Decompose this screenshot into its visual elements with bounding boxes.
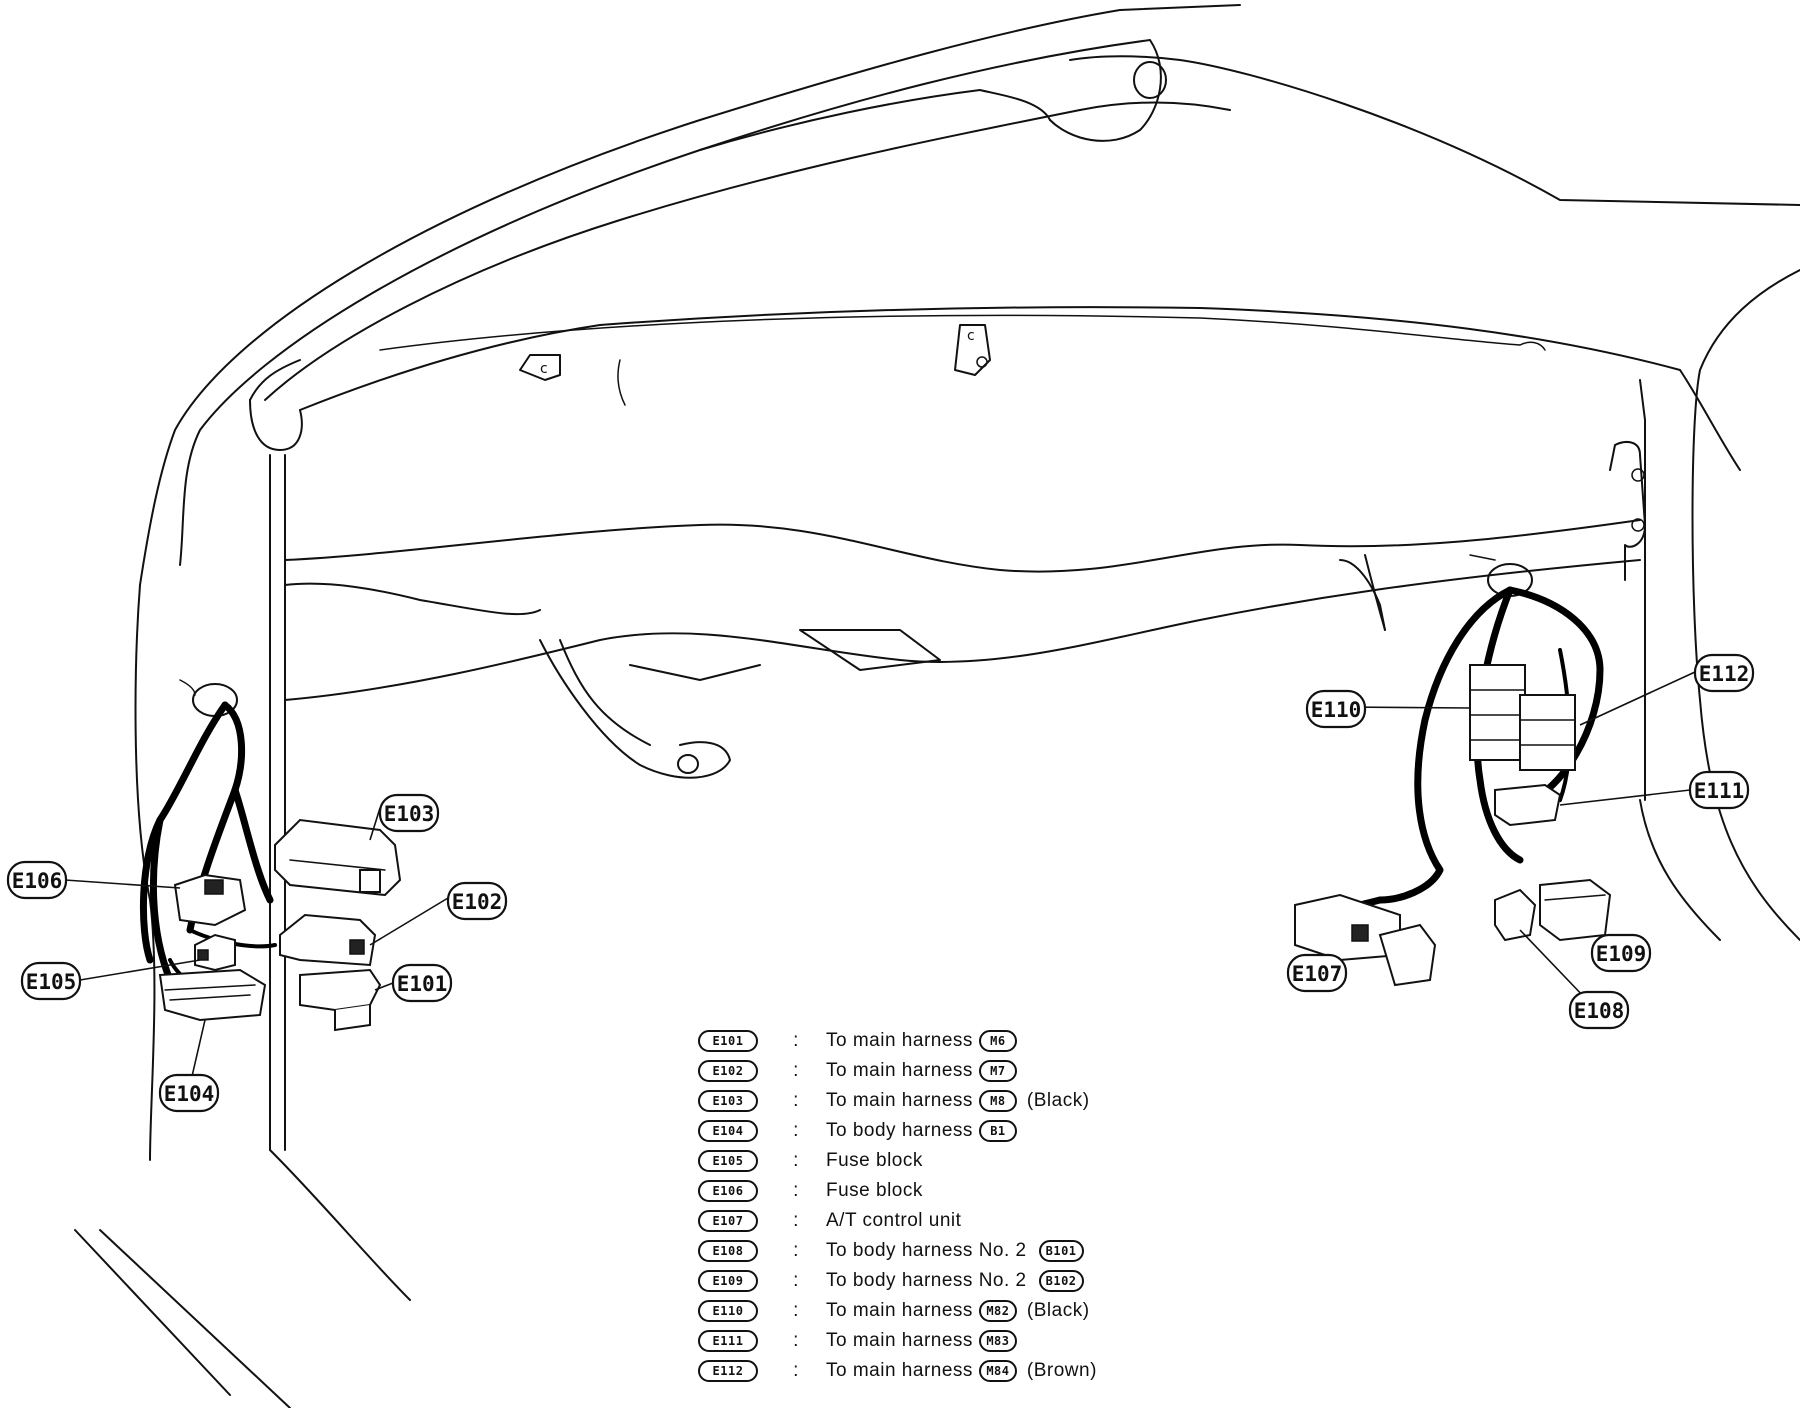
legend-code: E106 [698, 1180, 758, 1202]
legend-separator: : [793, 1330, 799, 1351]
callout-e106-label: E106 [12, 869, 63, 893]
legend-row: E104 : To body harness B1 [698, 1117, 1017, 1145]
legend-separator: : [793, 1210, 799, 1231]
legend-row: E112 : To main harness M84 (Brown) [698, 1357, 1097, 1385]
legend-description: To main harness [826, 1330, 973, 1351]
callout-e107: E107 [1286, 953, 1348, 993]
callout-e103: E103 [378, 793, 440, 833]
callout-e109: E109 [1590, 933, 1652, 973]
callout-e109-label: E109 [1596, 942, 1647, 966]
legend-separator: : [793, 1150, 799, 1171]
callout-e111: E111 [1688, 770, 1750, 810]
legend-row: E110 : To main harness M82 (Black) [698, 1297, 1090, 1325]
legend-row: E101 : To main harness M6 [698, 1027, 1017, 1055]
legend-ref: M7 [978, 1060, 1017, 1082]
legend-ref: M8 [978, 1090, 1017, 1112]
legend-separator: : [793, 1180, 799, 1201]
legend-ref: M82 [978, 1300, 1017, 1322]
vehicle-body-outline: c c [74, 4, 1800, 1408]
legend-ref: M6 [978, 1030, 1017, 1052]
legend-row: E105 : Fuse block [698, 1147, 923, 1175]
callout-e105-label: E105 [26, 970, 77, 994]
callout-e111-label: E111 [1694, 779, 1745, 803]
legend-separator: : [793, 1030, 799, 1051]
legend-row: E107 : A/T control unit [698, 1207, 961, 1235]
legend-row: E106 : Fuse block [698, 1177, 923, 1205]
svg-text:c: c [540, 361, 548, 377]
callout-e104-label: E104 [164, 1082, 215, 1106]
legend-separator: : [793, 1120, 799, 1141]
legend-separator: : [793, 1270, 799, 1291]
svg-text:c: c [967, 328, 975, 344]
legend-code: E107 [698, 1210, 758, 1232]
legend-code: E108 [698, 1240, 758, 1262]
legend-description: To body harness No. 2 [826, 1240, 1027, 1261]
callout-e107-label: E107 [1292, 962, 1343, 986]
legend-code: E110 [698, 1300, 758, 1322]
legend-ref: B101 [1038, 1240, 1084, 1262]
callout-e102: E102 [446, 881, 508, 921]
legend-description: To body harness [826, 1120, 973, 1141]
legend-description: To body harness No. 2 [826, 1270, 1027, 1291]
right-connectors [1294, 664, 1612, 987]
callout-e110-label: E110 [1311, 698, 1362, 722]
legend-code: E104 [698, 1120, 758, 1142]
legend-description: To main harness [826, 1300, 973, 1321]
callout-e110: E110 [1305, 689, 1367, 729]
legend-code: E105 [698, 1150, 758, 1172]
callout-e112: E112 [1693, 653, 1755, 693]
legend-description: To main harness [826, 1030, 973, 1051]
legend-code: E112 [698, 1360, 758, 1382]
legend-code: E101 [698, 1030, 758, 1052]
legend-ref: M84 [978, 1360, 1017, 1382]
legend-description: To main harness [826, 1090, 973, 1111]
legend-note: (Brown) [1026, 1360, 1097, 1381]
legend-description: To main harness [826, 1060, 973, 1081]
left-connectors [158, 818, 402, 1032]
legend-code: E103 [698, 1090, 758, 1112]
legend-code: E109 [698, 1270, 758, 1292]
callout-e101-label: E101 [397, 972, 448, 996]
callout-e104: E104 [158, 1073, 220, 1113]
legend-separator: : [793, 1300, 799, 1321]
legend-description: A/T control unit [826, 1210, 962, 1231]
legend-description: To main harness [826, 1360, 973, 1381]
legend-separator: : [793, 1240, 799, 1261]
callout-e106: E106 [6, 860, 68, 900]
legend-row: E111 : To main harness M83 [698, 1327, 1017, 1355]
legend-ref: B1 [978, 1120, 1017, 1142]
legend-row: E103 : To main harness M8 (Black) [698, 1087, 1090, 1115]
legend-separator: : [793, 1360, 799, 1381]
legend-code: E102 [698, 1060, 758, 1082]
callout-e103-label: E103 [384, 802, 435, 826]
legend-note: (Black) [1026, 1300, 1090, 1321]
legend-row: E102 : To main harness M7 [698, 1057, 1017, 1085]
legend-note: (Black) [1026, 1090, 1090, 1111]
legend-description: Fuse block [826, 1150, 923, 1171]
callout-e108-label: E108 [1574, 999, 1625, 1023]
legend-ref: M83 [978, 1330, 1017, 1352]
callout-e101: E101 [391, 963, 453, 1003]
legend-code: E111 [698, 1330, 758, 1352]
legend-separator: : [793, 1090, 799, 1111]
callout-e112-label: E112 [1699, 662, 1750, 686]
callout-e108: E108 [1568, 990, 1630, 1030]
legend-row: E109 : To body harness No. 2 B102 [698, 1267, 1084, 1295]
legend-separator: : [793, 1060, 799, 1081]
callout-e105: E105 [20, 961, 82, 1001]
callout-e102-label: E102 [452, 890, 503, 914]
legend-description: Fuse block [826, 1180, 923, 1201]
legend-row: E108 : To body harness No. 2 B101 [698, 1237, 1084, 1265]
legend-ref: B102 [1038, 1270, 1084, 1292]
